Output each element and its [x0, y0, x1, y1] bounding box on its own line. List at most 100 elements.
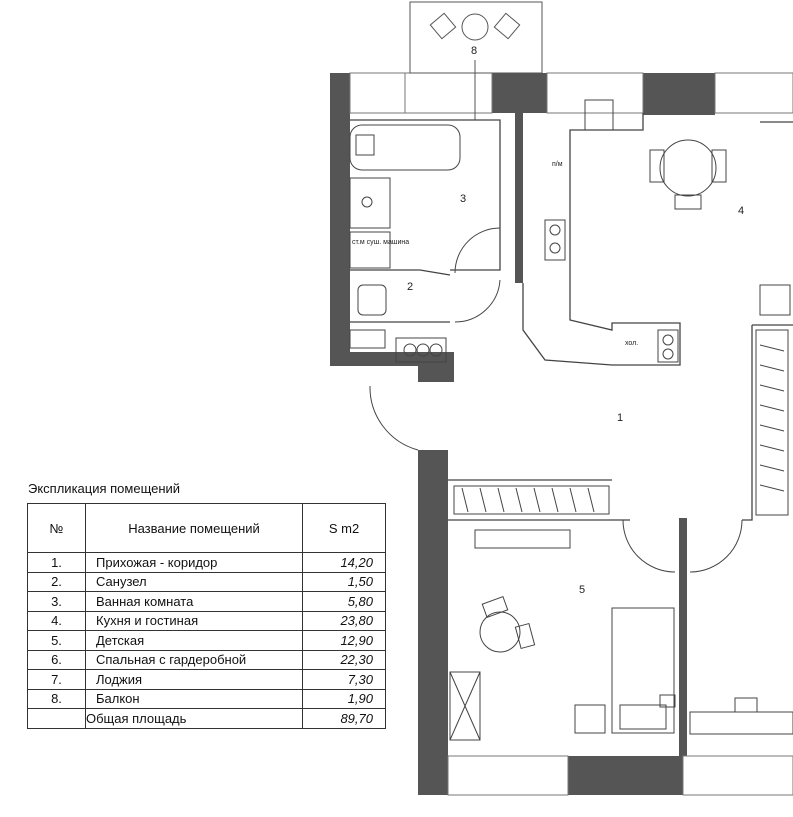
window — [714, 72, 793, 114]
row-name: Санузел — [85, 571, 303, 592]
table-row: 3. Ванная комната 5,80 — [27, 591, 386, 612]
burner — [662, 334, 674, 346]
room-label-3: 3 — [460, 193, 466, 205]
shelf — [474, 529, 571, 549]
row-area: 1,90 — [302, 688, 386, 709]
bathroom-partition — [350, 269, 451, 276]
closet — [449, 671, 481, 741]
walls — [330, 73, 715, 795]
row-area: 22,30 — [302, 649, 386, 670]
kitchen-counter — [522, 113, 681, 366]
balcony-chair — [493, 12, 521, 40]
nightstand — [659, 694, 676, 708]
bathroom-fixtures — [349, 124, 461, 363]
hall-wardrobe — [453, 485, 610, 515]
window — [546, 72, 644, 114]
kids-table — [479, 611, 521, 653]
kids-chair — [481, 596, 509, 618]
row-name: Балкон — [85, 688, 303, 709]
table-row: 7. Лоджия 7,30 — [27, 669, 386, 690]
interior-walls — [350, 113, 793, 521]
row-area: 1,50 — [302, 571, 386, 592]
dining-chair — [674, 194, 702, 210]
window — [349, 72, 406, 114]
table-row: 8. Балкон 1,90 — [27, 688, 386, 709]
toilet-door — [454, 279, 501, 323]
room-label-1: 1 — [617, 412, 623, 424]
wall — [568, 756, 683, 795]
wall — [643, 73, 715, 115]
room-label-8: 8 — [471, 45, 477, 57]
total-num-cell — [27, 708, 86, 729]
balcony-outline — [409, 1, 543, 74]
wall — [330, 73, 350, 366]
fridge-label: хол. — [625, 340, 638, 347]
row-name: Ванная комната — [85, 591, 303, 612]
burner — [549, 224, 561, 236]
box — [574, 704, 606, 734]
row-num: 4. — [27, 610, 86, 631]
hangers — [759, 344, 785, 492]
bath-tap — [355, 134, 375, 156]
balcony-table — [461, 13, 489, 41]
cooktop — [544, 219, 566, 261]
dining-chair — [711, 149, 727, 183]
row-num: 6. — [27, 649, 86, 670]
stove-bath — [395, 337, 447, 363]
row-num: 1. — [27, 552, 86, 573]
bathtub — [349, 124, 461, 171]
wardrobe-wall — [742, 325, 753, 521]
kitchen-corner-unit — [584, 99, 614, 131]
wall — [515, 113, 523, 283]
row-name: Лоджия — [85, 669, 303, 690]
bathroom-partition — [350, 119, 501, 271]
legend-header-num: № — [27, 503, 86, 553]
row-num: 5. — [27, 630, 86, 651]
table-row: 5. Детская 12,90 — [27, 630, 386, 651]
row-area: 7,30 — [302, 669, 386, 690]
wall — [418, 450, 448, 795]
legend-table: № Название помещений S m2 1. Прихожая - … — [27, 503, 386, 729]
total-area: 89,70 — [302, 708, 386, 729]
wall — [418, 352, 454, 382]
windows — [349, 72, 793, 796]
balcony — [409, 1, 543, 120]
room-label-5: 5 — [579, 584, 585, 596]
table-row: 4. Кухня и гостиная 23,80 — [27, 610, 386, 631]
wardrobes — [453, 329, 789, 516]
row-num: 7. — [27, 669, 86, 690]
burner — [549, 242, 561, 254]
row-area: 14,20 — [302, 552, 386, 573]
dishwasher-label: п/м — [552, 161, 563, 168]
kids-chair — [514, 622, 536, 650]
table-row: 1. Прихожая - коридор 14,20 — [27, 552, 386, 573]
desk — [689, 711, 793, 735]
room-labels: 1 2 3 4 5 8 — [407, 45, 744, 596]
legend-header-area: S m2 — [302, 503, 386, 553]
wall — [492, 73, 547, 113]
entrance-door — [369, 385, 419, 451]
bathroom-door — [454, 227, 501, 274]
legend-title: Экспликация помещений — [28, 481, 181, 496]
burner — [429, 343, 443, 357]
row-name: Прихожая - коридор — [85, 552, 303, 573]
kitchen — [544, 99, 791, 363]
sink-drain — [361, 196, 373, 208]
bed — [611, 607, 675, 734]
dining-table — [659, 139, 717, 197]
room-label-4: 4 — [738, 205, 744, 217]
row-area: 23,80 — [302, 610, 386, 631]
chair — [734, 697, 758, 713]
window — [447, 755, 569, 796]
kitchen-cabinet — [759, 284, 791, 316]
toilet — [357, 284, 387, 316]
balcony-chair — [429, 12, 457, 40]
row-name: Кухня и гостиная — [85, 610, 303, 631]
legend-header-row: № Название помещений S m2 — [27, 503, 386, 553]
wall — [330, 352, 418, 366]
washer-dryer — [349, 231, 391, 269]
table-row: 6. Спальная с гардеробной 22,30 — [27, 649, 386, 670]
total-label: Общая площадь — [85, 708, 303, 729]
laundry-label: ст.м суш. машина — [352, 239, 409, 246]
